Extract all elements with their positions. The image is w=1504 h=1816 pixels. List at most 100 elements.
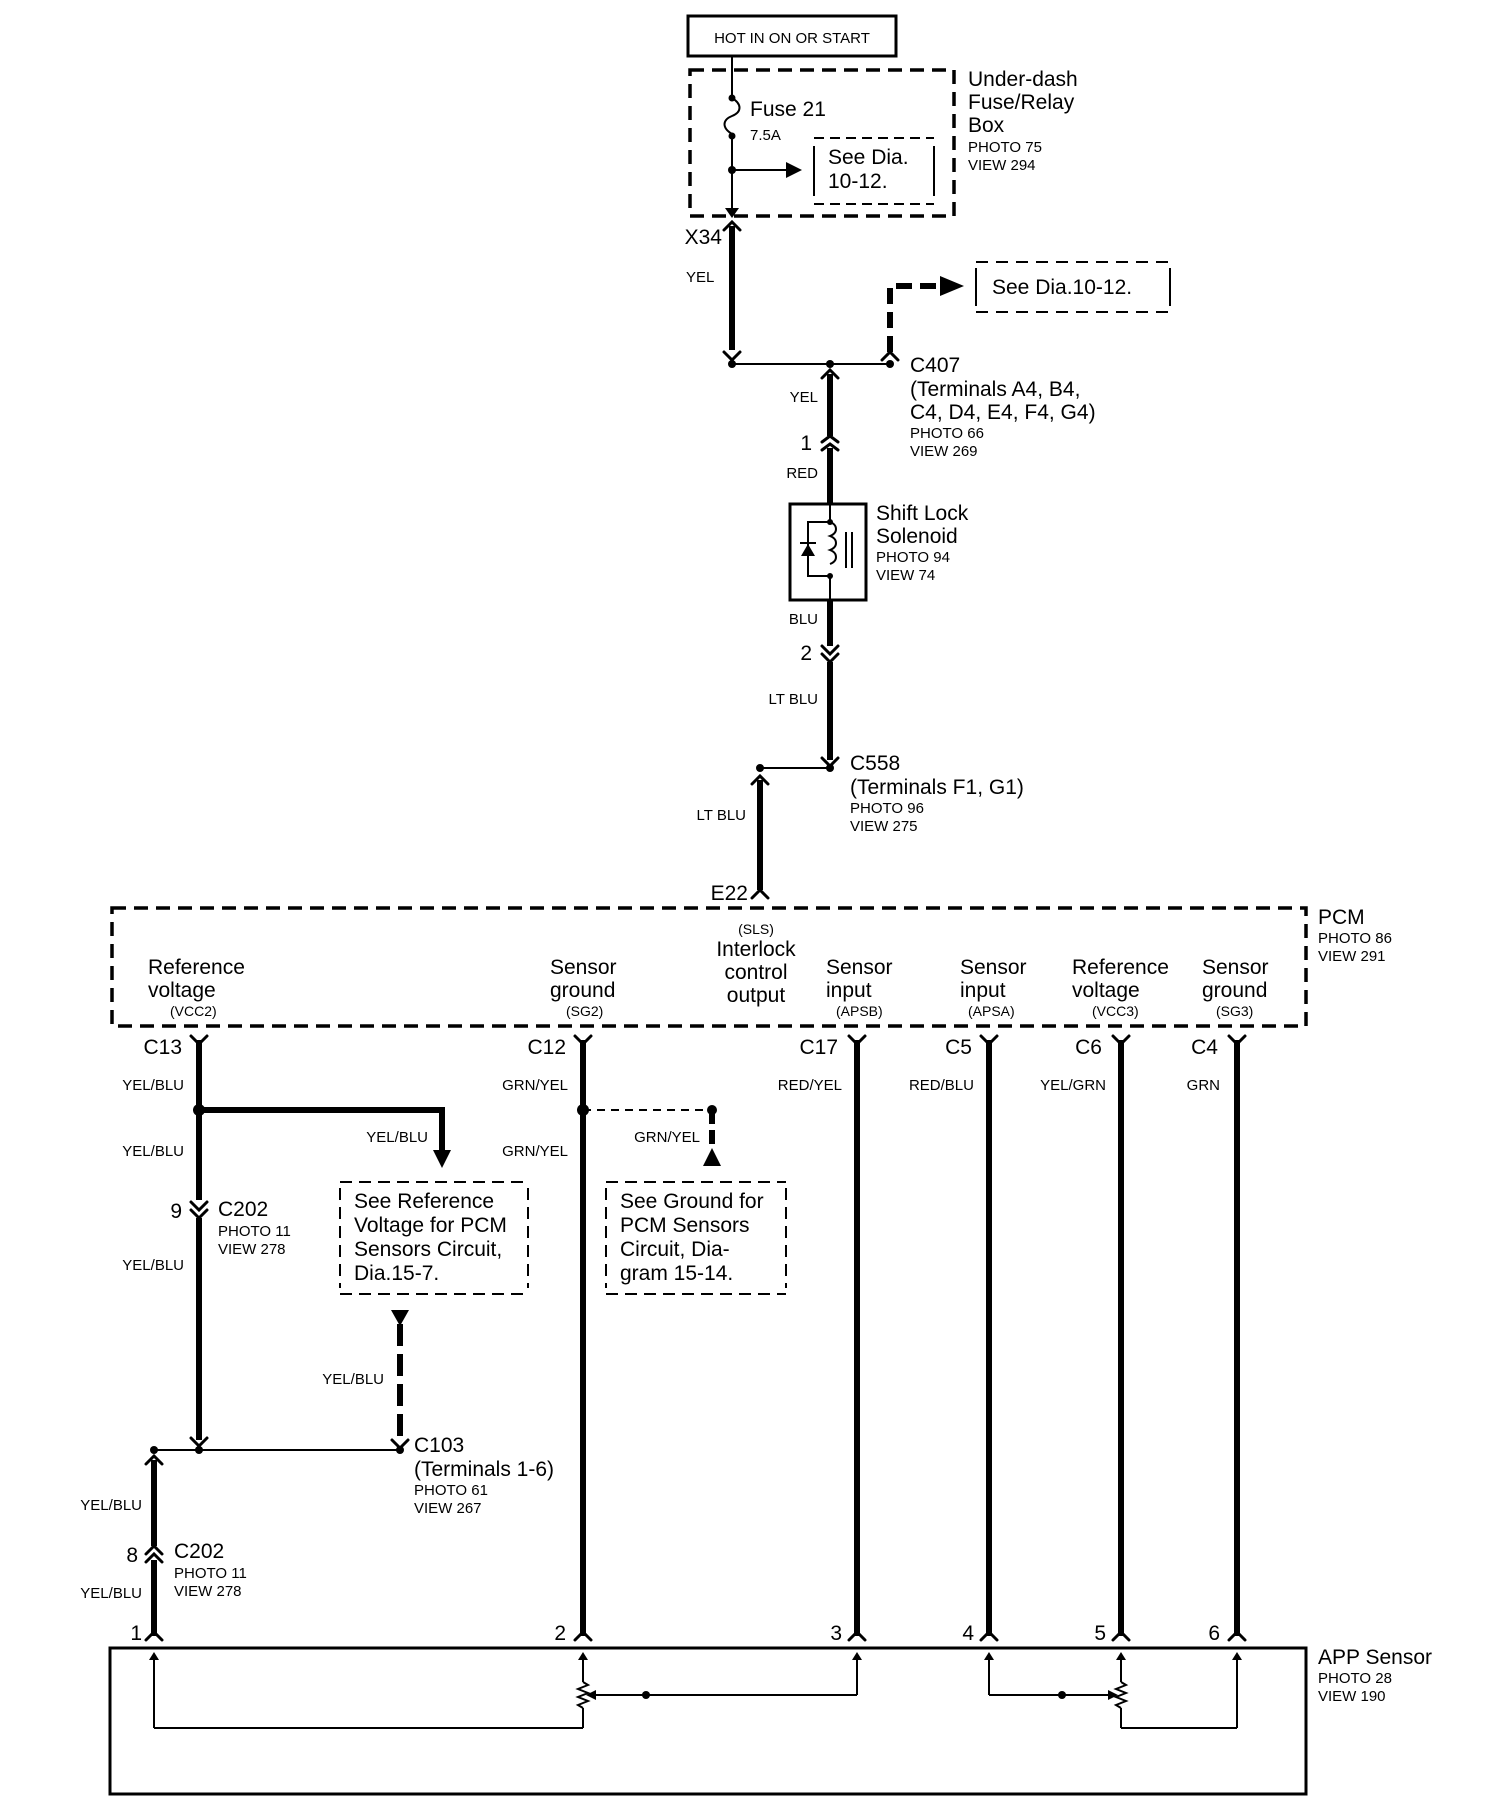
see-dia-fuse-line2: 10-12. <box>828 170 888 193</box>
pcm-t5-sub: (VCC3) <box>1092 1003 1139 1019</box>
app-pin2-connector <box>573 1629 593 1642</box>
e22-connector <box>750 887 770 900</box>
c558-label: C558 <box>850 752 900 775</box>
pcm-t4-line1: Sensor <box>960 956 1027 979</box>
app-sensor-box <box>108 1646 1308 1796</box>
app-pin1: 1 <box>130 1622 142 1645</box>
fuse-box-photo: PHOTO 75 <box>968 139 1042 156</box>
fuse-box-name: Under-dash Fuse/Relay Box PHOTO 75 VIEW … <box>968 68 1078 174</box>
pcm-label-group: PCM PHOTO 86 VIEW 291 <box>1318 906 1392 965</box>
wire-color-c17: RED/YEL <box>778 1077 842 1094</box>
c558-dot-left <box>756 764 764 772</box>
solenoid-wire-lt-blu: LT BLU <box>769 691 818 708</box>
pcm-t2-line2: ground <box>550 979 615 1002</box>
app-pin1-connector <box>144 1629 164 1642</box>
app-sensor-view: VIEW 190 <box>1318 1688 1386 1705</box>
pcm-t1-line2: voltage <box>148 979 216 1002</box>
c407-dot-right <box>886 360 894 368</box>
c407-upper-connector <box>880 349 900 362</box>
see-dia-10-12-box-top: See Dia.10-12. <box>975 261 1171 313</box>
c103-photo: PHOTO 61 <box>414 1482 488 1499</box>
fuse-box-view: VIEW 294 <box>968 157 1036 174</box>
fuse-box-name-line2: Fuse/Relay <box>968 91 1075 114</box>
pcm-pin-c13: C13 <box>143 1036 182 1059</box>
see-reference-voltage-box: See Reference Voltage for PCM Sensors Ci… <box>339 1181 529 1295</box>
c407-view: VIEW 269 <box>910 443 978 460</box>
wire-color-c12: GRN/YEL <box>502 1077 568 1094</box>
pcm-t4-sub: (APSA) <box>968 1003 1015 1019</box>
pcm-terminal-apsb: Sensor input (APSB) <box>826 956 893 1019</box>
c558-view: VIEW 275 <box>850 818 918 835</box>
app-potentiometer-a-icon <box>575 1681 591 1709</box>
app-pin5: 5 <box>1094 1622 1106 1645</box>
c103-lower-connector <box>144 1453 164 1466</box>
see-ref-line4: Dia.15-7. <box>354 1262 439 1285</box>
pcm-terminal-sg2: Sensor ground (SG2) <box>550 956 617 1019</box>
c202-lower-pin: 8 <box>126 1544 138 1567</box>
c103-branch-arrow-icon <box>391 1310 409 1326</box>
see-dia-top-text: See Dia.10-12. <box>992 276 1132 299</box>
see-ground-line3: Circuit, Dia- <box>620 1238 730 1261</box>
x34-label: X34 <box>685 226 723 249</box>
c202-upper-pin: 9 <box>170 1200 182 1223</box>
c407-mid-connector <box>820 367 840 380</box>
app-pin5-connector <box>1111 1629 1131 1642</box>
pcm-sls: (SLS) <box>738 921 774 937</box>
c558-terminals: (Terminals F1, G1) <box>850 776 1024 799</box>
shift-lock-solenoid <box>788 502 868 602</box>
pcm-terminal-vcc2: Reference voltage (VCC2) <box>148 956 245 1019</box>
solenoid-pin2: 2 <box>800 642 812 665</box>
app-sensor-label-group: APP Sensor PHOTO 28 VIEW 190 <box>1318 1646 1432 1705</box>
pcm-terminal-vcc3: Reference voltage (VCC3) <box>1072 956 1169 1019</box>
c407-label: C407 <box>910 354 960 377</box>
wire-vcc2-to-see-ref <box>199 1107 445 1150</box>
c202-lower-label-group: C202 PHOTO 11 VIEW 278 <box>174 1540 247 1600</box>
see-dia-fuse-line1: See Dia. <box>828 146 909 169</box>
app-sensor-b-circuit <box>984 1652 1242 1729</box>
solenoid-name-line2: Solenoid <box>876 525 958 548</box>
wire-color-c5: RED/BLU <box>909 1077 974 1094</box>
wire-color-c6: YEL/GRN <box>1040 1077 1106 1094</box>
pcm-t3-line1: Sensor <box>826 956 893 979</box>
pcm-interlock-line2: control <box>724 961 787 984</box>
pcm-t2-sub: (SG2) <box>566 1003 603 1019</box>
c202-lower-label: C202 <box>174 1540 224 1563</box>
c103-branch-wire: YEL/BLU <box>322 1371 384 1388</box>
pcm-pin-c5: C5 <box>945 1036 972 1059</box>
c407-terminals-line1: (Terminals A4, B4, <box>910 378 1080 401</box>
pcm-t6-sub: (SG3) <box>1216 1003 1253 1019</box>
c407-terminals-line2: C4, D4, E4, F4, G4) <box>910 401 1096 424</box>
pcm-pin-c4: C4 <box>1191 1036 1218 1059</box>
see-ref-line2: Voltage for PCM <box>354 1214 507 1237</box>
solenoid-label-group: Shift Lock Solenoid PHOTO 94 VIEW 74 <box>876 502 969 584</box>
solenoid-pin2-connector <box>820 644 840 665</box>
c407-wire-color: YEL <box>790 389 818 406</box>
c558-wire-color: LT BLU <box>697 807 746 824</box>
wire-color-c13: YEL/BLU <box>122 1077 184 1094</box>
c202-lower-wire-below: YEL/BLU <box>80 1585 142 1602</box>
see-ref-arrow-icon <box>433 1150 451 1168</box>
pcm-photo: PHOTO 86 <box>1318 930 1392 947</box>
see-ground-line4: gram 15-14. <box>620 1262 733 1285</box>
see-ref-line1: See Reference <box>354 1190 494 1213</box>
pcm-pin-c12: C12 <box>527 1036 566 1059</box>
see-dia-arrow-icon <box>940 276 964 296</box>
c202-upper-wire-below: YEL/BLU <box>122 1257 184 1274</box>
c407-label-group: C407 (Terminals A4, B4, C4, D4, E4, F4, … <box>910 354 1096 460</box>
c202-lower-wire-above: YEL/BLU <box>80 1497 142 1514</box>
wire-c407-to-see-dia <box>887 283 940 352</box>
app-pin4: 4 <box>962 1622 974 1645</box>
c202-lower-connector <box>144 1543 164 1564</box>
fuse-box-name-line3: Box <box>968 114 1005 137</box>
solenoid-wire-blu: BLU <box>789 611 818 628</box>
app-pin2: 2 <box>554 1622 566 1645</box>
c558-left-connector <box>750 773 770 786</box>
app-sensor-name: APP Sensor <box>1318 1646 1432 1669</box>
pcm-view: VIEW 291 <box>1318 948 1386 965</box>
app-pin6: 6 <box>1208 1622 1220 1645</box>
pcm-t6-line2: ground <box>1202 979 1267 1002</box>
pcm-interlock-line3: output <box>727 984 786 1007</box>
app-potentiometer-b-icon <box>1113 1681 1129 1709</box>
app-pin4-connector <box>979 1629 999 1642</box>
